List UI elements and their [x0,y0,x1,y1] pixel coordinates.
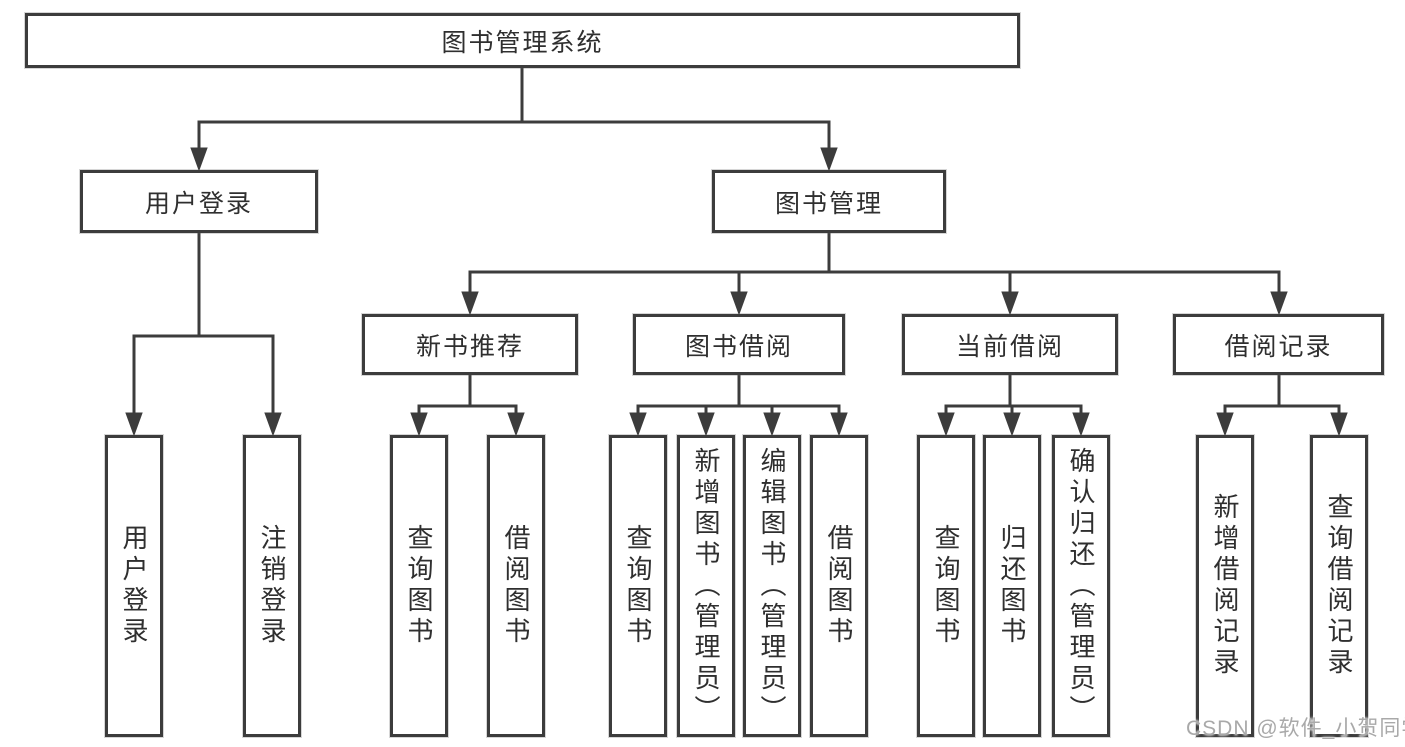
leaf-add-books-admin: 新增图书（管理员） [677,435,735,737]
node-label: 用户登录 [144,189,253,218]
node-root-label: 图书管理系统 [441,28,604,57]
leaf-edit-books-admin: 编辑图书（管理员） [743,435,801,737]
node-user-login-branch: 用户登录 [80,170,318,233]
leaf-user-login: 用户登录 [105,435,163,737]
node-new-book-recommend: 新书推荐 [362,314,578,375]
leaf-query-books-recommend: 查询图书 [390,435,448,737]
node-label: 图书借阅 [684,332,793,361]
node-label: 当前借阅 [955,332,1064,361]
leaf-label: 新增借阅记录 [1210,493,1240,679]
leaf-query-books-borrow: 查询图书 [609,435,667,737]
node-current-borrow: 当前借阅 [902,314,1118,375]
node-book-management-branch: 图书管理 [712,170,946,233]
leaf-label: 查询图书 [623,524,653,648]
leaf-return-books: 归还图书 [983,435,1041,737]
leaf-label: 注销登录 [257,524,287,648]
csdn-watermark: CSDN @软件_小贺同学 [1186,717,1405,740]
node-book-borrow: 图书借阅 [633,314,845,375]
node-label: 图书管理 [774,189,883,218]
leaf-label: 用户登录 [119,524,149,648]
leaf-borrow-books: 借阅图书 [810,435,868,737]
node-root-system: 图书管理系统 [25,13,1020,68]
node-label: 新书推荐 [415,332,524,361]
leaf-confirm-return-admin: 确认归还（管理员） [1052,435,1110,737]
leaf-label: 查询图书 [404,524,434,648]
leaf-label: 归还图书 [997,524,1027,648]
leaf-label: 查询图书 [931,524,961,648]
leaf-label: 借阅图书 [501,524,531,648]
leaf-add-borrow-record: 新增借阅记录 [1196,435,1254,737]
leaf-label: 确认归还（管理员） [1066,446,1096,726]
leaf-label: 编辑图书（管理员） [757,446,787,726]
leaf-label: 查询借阅记录 [1324,493,1354,679]
leaf-query-borrow-record: 查询借阅记录 [1310,435,1368,737]
node-label: 借阅记录 [1224,332,1333,361]
leaf-label: 新增图书（管理员） [691,446,721,726]
leaf-query-books-current: 查询图书 [917,435,975,737]
leaf-logout: 注销登录 [243,435,301,737]
leaf-borrow-books-recommend: 借阅图书 [487,435,545,737]
leaf-label: 借阅图书 [824,524,854,648]
node-borrow-records: 借阅记录 [1173,314,1384,375]
